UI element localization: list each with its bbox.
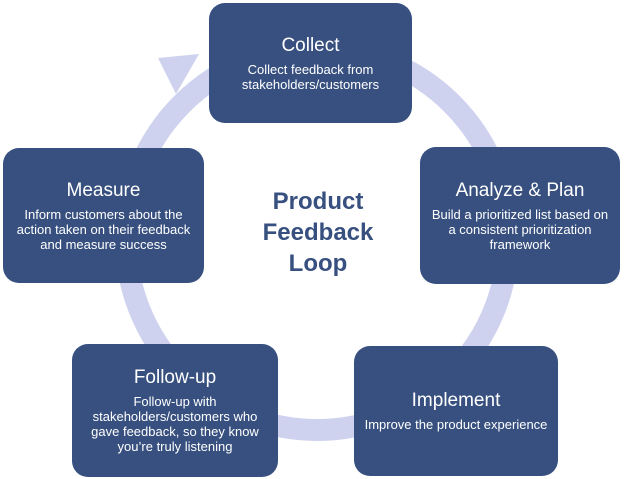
stage-title: Analyze & Plan [455,179,585,201]
stage-title: Follow-up [133,367,217,388]
stage-title: Measure [66,179,141,201]
stage-collect: Collect Collect feedback from stakeholde… [209,3,412,123]
stage-title: Implement [411,390,501,411]
title-line-2: Feedback [262,219,374,246]
stage-measure: Measure Inform customers about the actio… [3,148,204,283]
title-line-1: Product [272,188,364,215]
stage-description: Improve the product experience [364,417,548,432]
cycle-arrowhead [158,54,199,94]
stage-analyze-plan: Analyze & Plan Build a prioritized list … [420,147,620,284]
title-line-3: Loop [288,250,348,277]
stage-title: Collect [281,34,340,56]
stage-implement: Implement Improve the product experience [354,346,558,476]
stage-description: Build a prioritized list based on a cons… [431,206,609,252]
stage-description: Follow-up with stakeholders/customers wh… [91,394,259,454]
diagram-title: Product Feedback Loop [233,186,403,279]
stage-follow-up: Follow-up Follow-up with stakeholders/cu… [72,344,278,477]
stage-description: Collect feedback from stakeholders/custo… [241,61,380,92]
stage-description: Inform customers about the action taken … [16,206,191,252]
